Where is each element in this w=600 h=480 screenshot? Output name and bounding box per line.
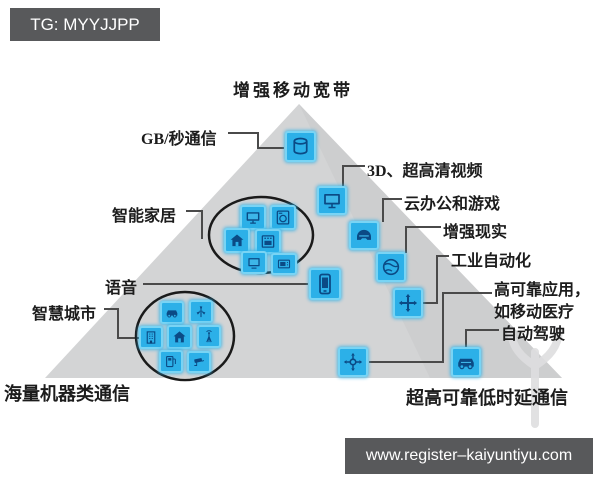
watermark-logo [507,327,563,428]
car-icon [451,347,481,377]
label-ultra-reliable-low-latency: 超高可靠低时延通信 [406,388,568,408]
label-augmented-reality: 增强现实 [443,224,508,241]
tv-monitor-icon [317,186,347,215]
label-massive-machine-communication: 海量机器类通信 [4,384,130,404]
office-building-icon [139,326,163,349]
server-database-icon [285,131,316,162]
city-house-icon [167,325,192,349]
connector-high-reliability [369,292,492,363]
label-smart-city: 智慧城市 [32,306,97,323]
smartphone-icon [309,268,341,300]
antenna-tower-icon [197,325,221,348]
cctv-camera-icon [187,351,211,373]
label-industrial-automation: 工业自动化 [451,253,532,270]
roundabout-arrows-icon [338,347,368,377]
vr-headset-icon [349,221,379,250]
connector-industrial [423,255,449,304]
label-voice: 语音 [105,280,138,297]
wind-turbine-icon [189,300,213,323]
label-high-reliability-line2: 如移动医疗 [494,304,575,321]
microwave-icon [271,253,297,275]
smart-city-circle [134,290,236,382]
pyramid-right-shade [299,104,562,378]
label-cloud-office-gaming: 云办公和游戏 [404,196,501,213]
globe-icon [376,252,406,282]
tv-icon [241,251,267,274]
house-icon [224,228,250,253]
connector-augmented-reality [405,226,441,253]
monitor-icon [240,205,266,230]
label-gb-per-second: GB/秒通信 [141,131,217,148]
label-autonomous-driving: 自动驾驶 [501,326,566,343]
fuel-pump-icon [159,350,183,373]
website-watermark: www.register–kaiyuntiyu.com [345,438,593,474]
connector-smart-city [104,308,139,339]
connector-smart-home [186,210,203,239]
connector-3d-video [342,165,365,187]
watermark-badge: TG: MYYJJPP [10,8,160,41]
label-smart-home: 智能家居 [112,208,177,225]
city-car-icon [160,301,184,324]
title-enhanced-mobile-broadband: 增强移动宽带 [233,81,353,100]
oven-icon [255,229,281,254]
washing-machine-icon [270,205,296,230]
crossroads-arrows-icon [393,288,423,318]
label-3d-uhd-video: 3D、超高清视频 [367,163,483,180]
label-high-reliability-line1: 高可靠应用， [494,282,591,299]
connector-cloud-gaming [382,198,402,222]
connector-autonomous-driving [465,329,499,347]
connector-gb [228,132,284,149]
